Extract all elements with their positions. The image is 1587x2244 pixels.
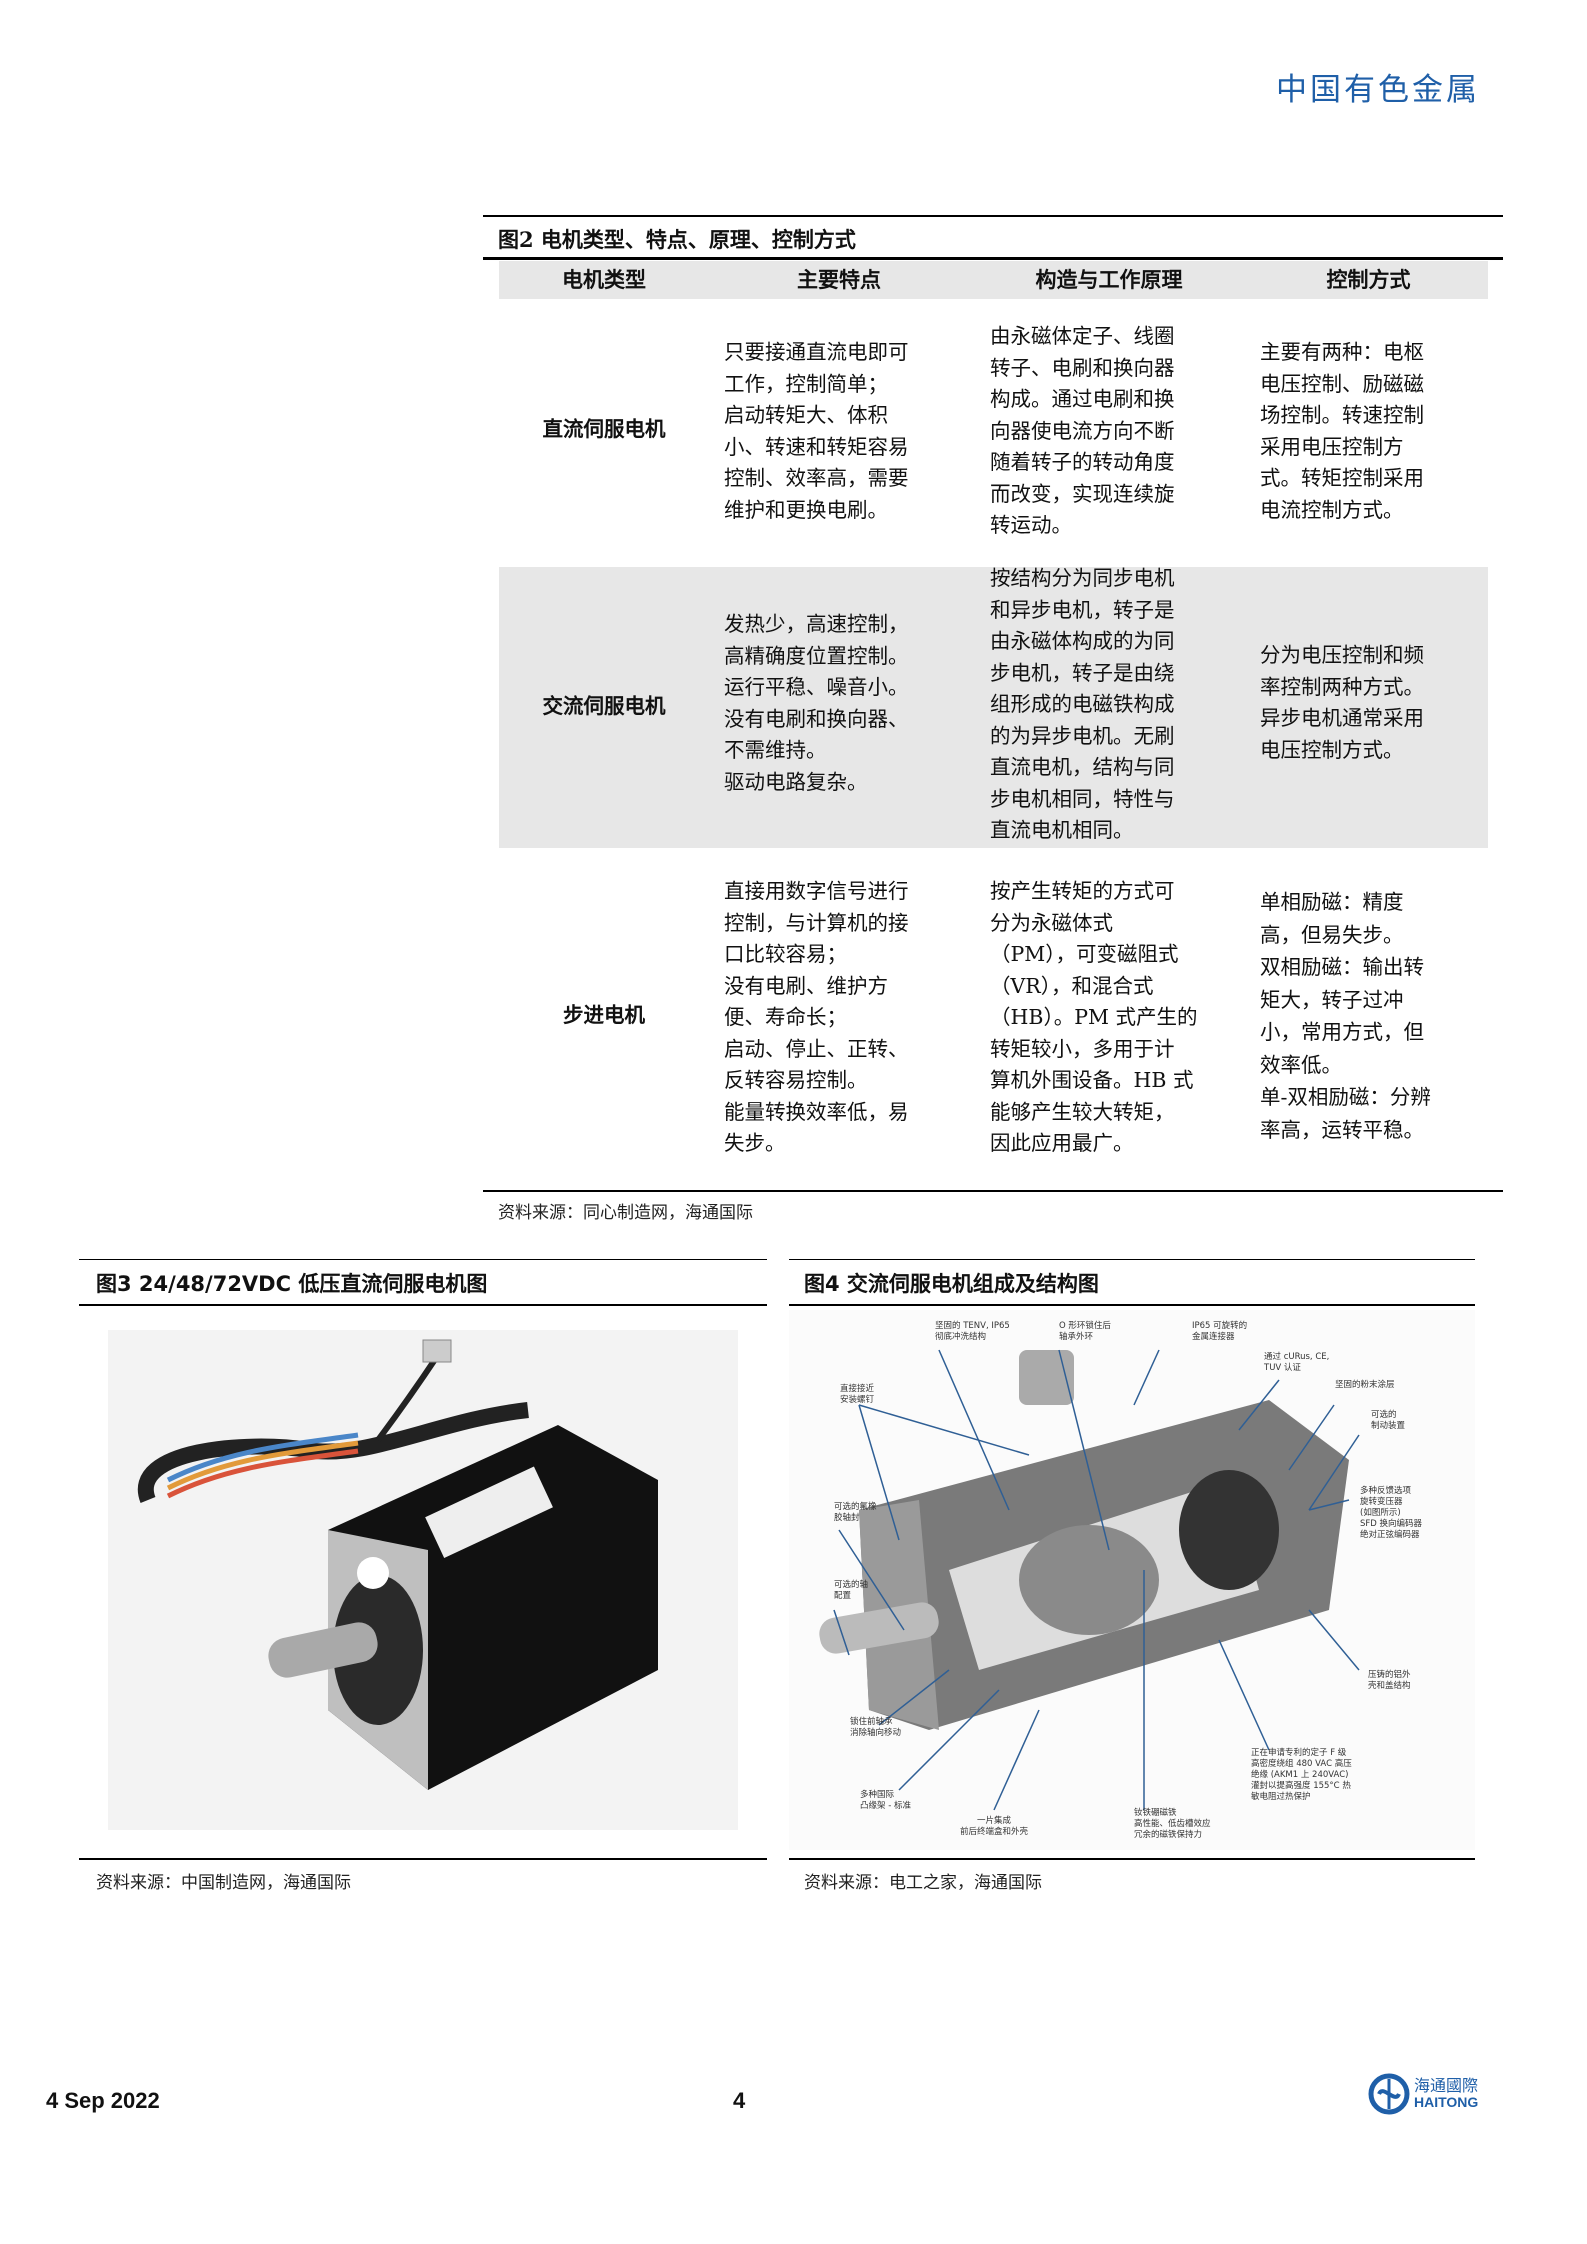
figure3-bottom-rule	[79, 1858, 767, 1860]
diagram-label: 通过 cURus, CE, TUV 认证	[1264, 1352, 1330, 1373]
motor-type: 交流伺服电机	[542, 694, 666, 718]
figure4-source: 资料来源：电工之家，海通国际	[804, 1873, 1042, 1893]
column-header-features: 主要特点	[797, 267, 881, 292]
figure4-title-rule	[789, 1304, 1475, 1306]
haitong-logo-icon	[1368, 2073, 1410, 2115]
figure2-title: 图2 电机类型、特点、原理、控制方式	[498, 227, 856, 252]
motor-type: 步进电机	[563, 1003, 645, 1027]
table-header-rule	[483, 257, 1503, 260]
principle-cell: 由永磁体定子、线圈 转子、电刷和换向器 构成。通过电刷和换 向器使电流方向不断 …	[990, 324, 1175, 537]
diagram-label: 多种国际 凸缘架 - 标准	[860, 1790, 911, 1811]
table-row: 交流伺服电机 发热少，高速控制， 高精确度位置控制。 运行平稳、噪音小。 没有电…	[499, 566, 1488, 848]
principle-cell: 按产生转矩的方式可 分为永磁体式 （PM），可变磁阻式 （VR），和混合式 （H…	[990, 879, 1198, 1155]
figure3-top-rule	[79, 1259, 767, 1260]
dc-servo-motor-photo	[108, 1330, 738, 1830]
diagram-label: O 形环锁住后 轴承外环	[1059, 1321, 1111, 1342]
diagram-label: 可选的氟橡 胶轴封	[834, 1502, 877, 1523]
figure4-bottom-rule	[789, 1858, 1475, 1860]
figure3-title: 图3 24/48/72VDC 低压直流伺服电机图	[96, 1272, 488, 1296]
diagram-label: 钕铁硼磁铁 高性能、低齿槽效应 冗余的磁铁保持力	[1134, 1808, 1211, 1840]
diagram-label: 可选的轴 配置	[834, 1580, 869, 1601]
haitong-logo: 海通國際 HAITONG	[1368, 2072, 1488, 2116]
diagram-label: 坚固的粉末涂层	[1335, 1380, 1395, 1390]
column-header-control: 控制方式	[1326, 267, 1411, 292]
figure4-title: 图4 交流伺服电机组成及结构图	[804, 1272, 1099, 1296]
diagram-label: 锁住前轴承 消除轴向移动	[850, 1717, 902, 1738]
diagram-label: IP65 可旋转的 金属连接器	[1192, 1321, 1248, 1342]
diagram-label: 多种反馈选项 旋转变压器 (如图所示) SFD 换向编码器 绝对正弦编码器	[1360, 1486, 1423, 1540]
figure3-source: 资料来源：中国制造网，海通国际	[96, 1873, 351, 1893]
logo-text-cn: 海通國際	[1414, 2076, 1479, 2095]
table-header-row: 电机类型 主要特点 构造与工作原理 控制方式	[499, 261, 1488, 299]
table-row: 步进电机 直接用数字信号进行 控制，与计算机的接 口比较容易； 没有电刷、维护方…	[499, 848, 1488, 1190]
features-cell: 发热少，高速控制， 高精确度位置控制。 运行平稳、噪音小。 没有电刷和换向器、 …	[724, 612, 909, 794]
footer-date: 4 Sep 2022	[46, 2088, 160, 2113]
diagram-label: 坚固的 TENV, IP65 彻底冲洗结构	[935, 1321, 1010, 1342]
control-cell: 分为电压控制和频 率控制两种方式。 异步电机通常采用 电压控制方式。	[1260, 643, 1424, 762]
features-cell: 只要接通直流电即可 工作，控制简单； 启动转矩大、体积 小、转速和转矩容易 控制…	[724, 340, 909, 522]
diagram-label: 一片集成 前后终端盒和外壳	[960, 1816, 1029, 1837]
diagram-label: 直接接近 安装螺钉	[840, 1384, 875, 1405]
diagram-label: 可选的 制动装置	[1371, 1410, 1406, 1431]
figure4-top-rule	[789, 1259, 1475, 1260]
motor-type: 直流伺服电机	[542, 417, 666, 441]
control-cell: 单相励磁：精度 高，但易失步。 双相励磁：输出转 矩大，转子过冲 小，常用方式，…	[1260, 890, 1431, 1142]
table-row: 直流伺服电机 只要接通直流电即可 工作，控制简单； 启动转矩大、体积 小、转速和…	[499, 299, 1488, 567]
diagram-label: 正在申请专利的定子 F 级 高密度绕组 480 VAC 高压 绝缘 (AKM1 …	[1251, 1748, 1352, 1802]
table-bottom-rule	[483, 1190, 1503, 1192]
diagram-label: 压铸的铝外 壳和盖结构	[1368, 1670, 1411, 1691]
table-top-rule	[483, 215, 1503, 217]
principle-cell: 按结构分为同步电机 和异步电机，转子是 由永磁体构成的为同 步电机，转子是由绕 …	[990, 566, 1175, 842]
column-header-type: 电机类型	[562, 267, 646, 292]
column-header-principle: 构造与工作原理	[1035, 267, 1183, 292]
features-cell: 直接用数字信号进行 控制，与计算机的接 口比较容易； 没有电刷、维护方 便、寿命…	[724, 879, 909, 1155]
logo-text-en: HAITONG	[1414, 2094, 1479, 2110]
report-brand-header: 中国有色金属	[1276, 72, 1480, 108]
figure3-title-rule	[79, 1304, 767, 1306]
figure2-source: 资料来源：同心制造网，海通国际	[498, 1203, 753, 1223]
control-cell: 主要有两种：电枢 电压控制、励磁磁 场控制。转速控制 采用电压控制方 式。转矩控…	[1260, 340, 1424, 522]
page-number: 4	[733, 2088, 746, 2113]
ac-servo-motor-cutaway-diagram	[789, 1310, 1475, 1850]
